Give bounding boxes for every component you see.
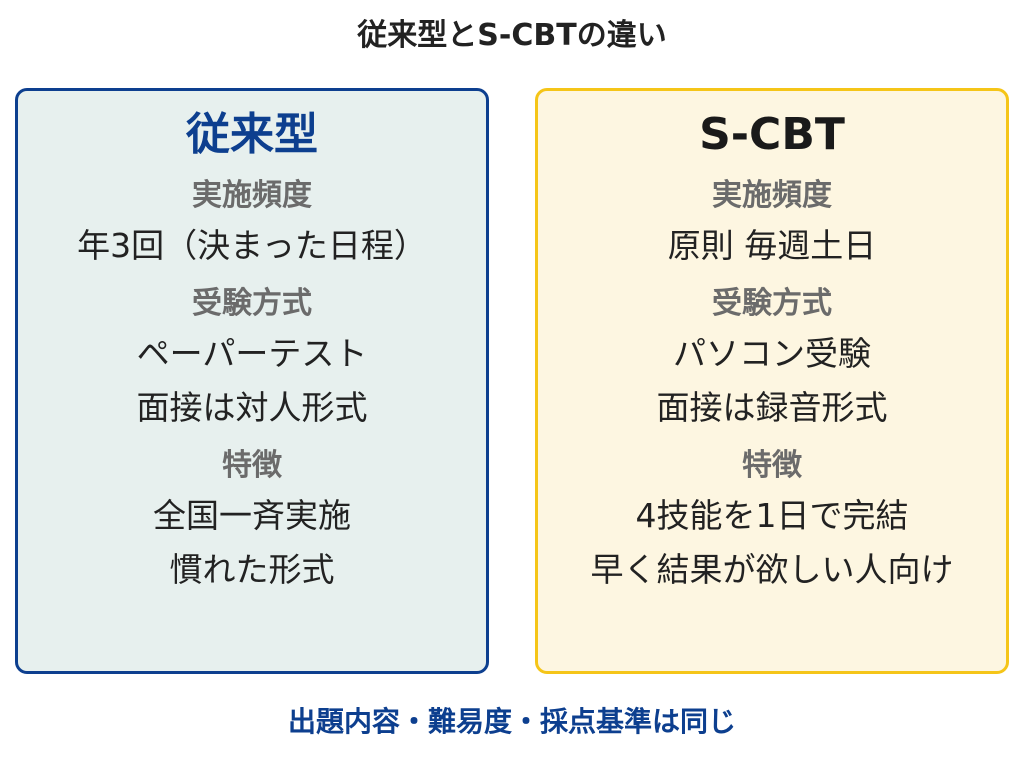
section-frequency: 実施頻度 年3回（決まった日程）	[18, 173, 486, 273]
section-value: 慣れた形式	[169, 550, 335, 589]
card-traditional: 従来型 実施頻度 年3回（決まった日程） 受験方式 ペーパーテスト 面接は対人形…	[15, 88, 489, 674]
section-label: 実施頻度	[712, 178, 832, 213]
section-value: 原則 毎週土日	[667, 226, 877, 265]
card-s-cbt: S-CBT 実施頻度 原則 毎週土日 受験方式 パソコン受験 面接は録音形式 特…	[535, 88, 1009, 674]
section-value: 全国一斉実施	[153, 496, 351, 535]
card-title-s-cbt: S-CBT	[699, 109, 845, 160]
section-value: ペーパーテスト	[136, 334, 368, 373]
section-features: 特徴 4技能を1日で完結 早く結果が欲しい人向け	[538, 443, 1006, 597]
section-value: 4技能を1日で完結	[635, 496, 909, 535]
card-title-traditional: 従来型	[186, 109, 318, 160]
section-label: 特徴	[742, 448, 802, 483]
section-label: 実施頻度	[192, 178, 312, 213]
section-value: 年3回（決まった日程）	[77, 226, 427, 265]
section-value: 面接は対人形式	[136, 388, 368, 427]
section-features: 特徴 全国一斉実施 慣れた形式	[18, 443, 486, 597]
section-frequency: 実施頻度 原則 毎週土日	[538, 173, 1006, 273]
section-value: パソコン受験	[673, 334, 871, 373]
section-exam-method: 受験方式 パソコン受験 面接は録音形式	[538, 281, 1006, 435]
section-value: 早く結果が欲しい人向け	[590, 550, 954, 589]
section-label: 受験方式	[192, 286, 312, 321]
section-label: 特徴	[222, 448, 282, 483]
footer-note: 出題内容・難易度・採点基準は同じ	[287, 705, 736, 738]
page-title: 従来型とS-CBTの違い	[357, 18, 667, 53]
section-label: 受験方式	[712, 286, 832, 321]
section-value: 面接は録音形式	[656, 388, 888, 427]
section-exam-method: 受験方式 ペーパーテスト 面接は対人形式	[18, 281, 486, 435]
